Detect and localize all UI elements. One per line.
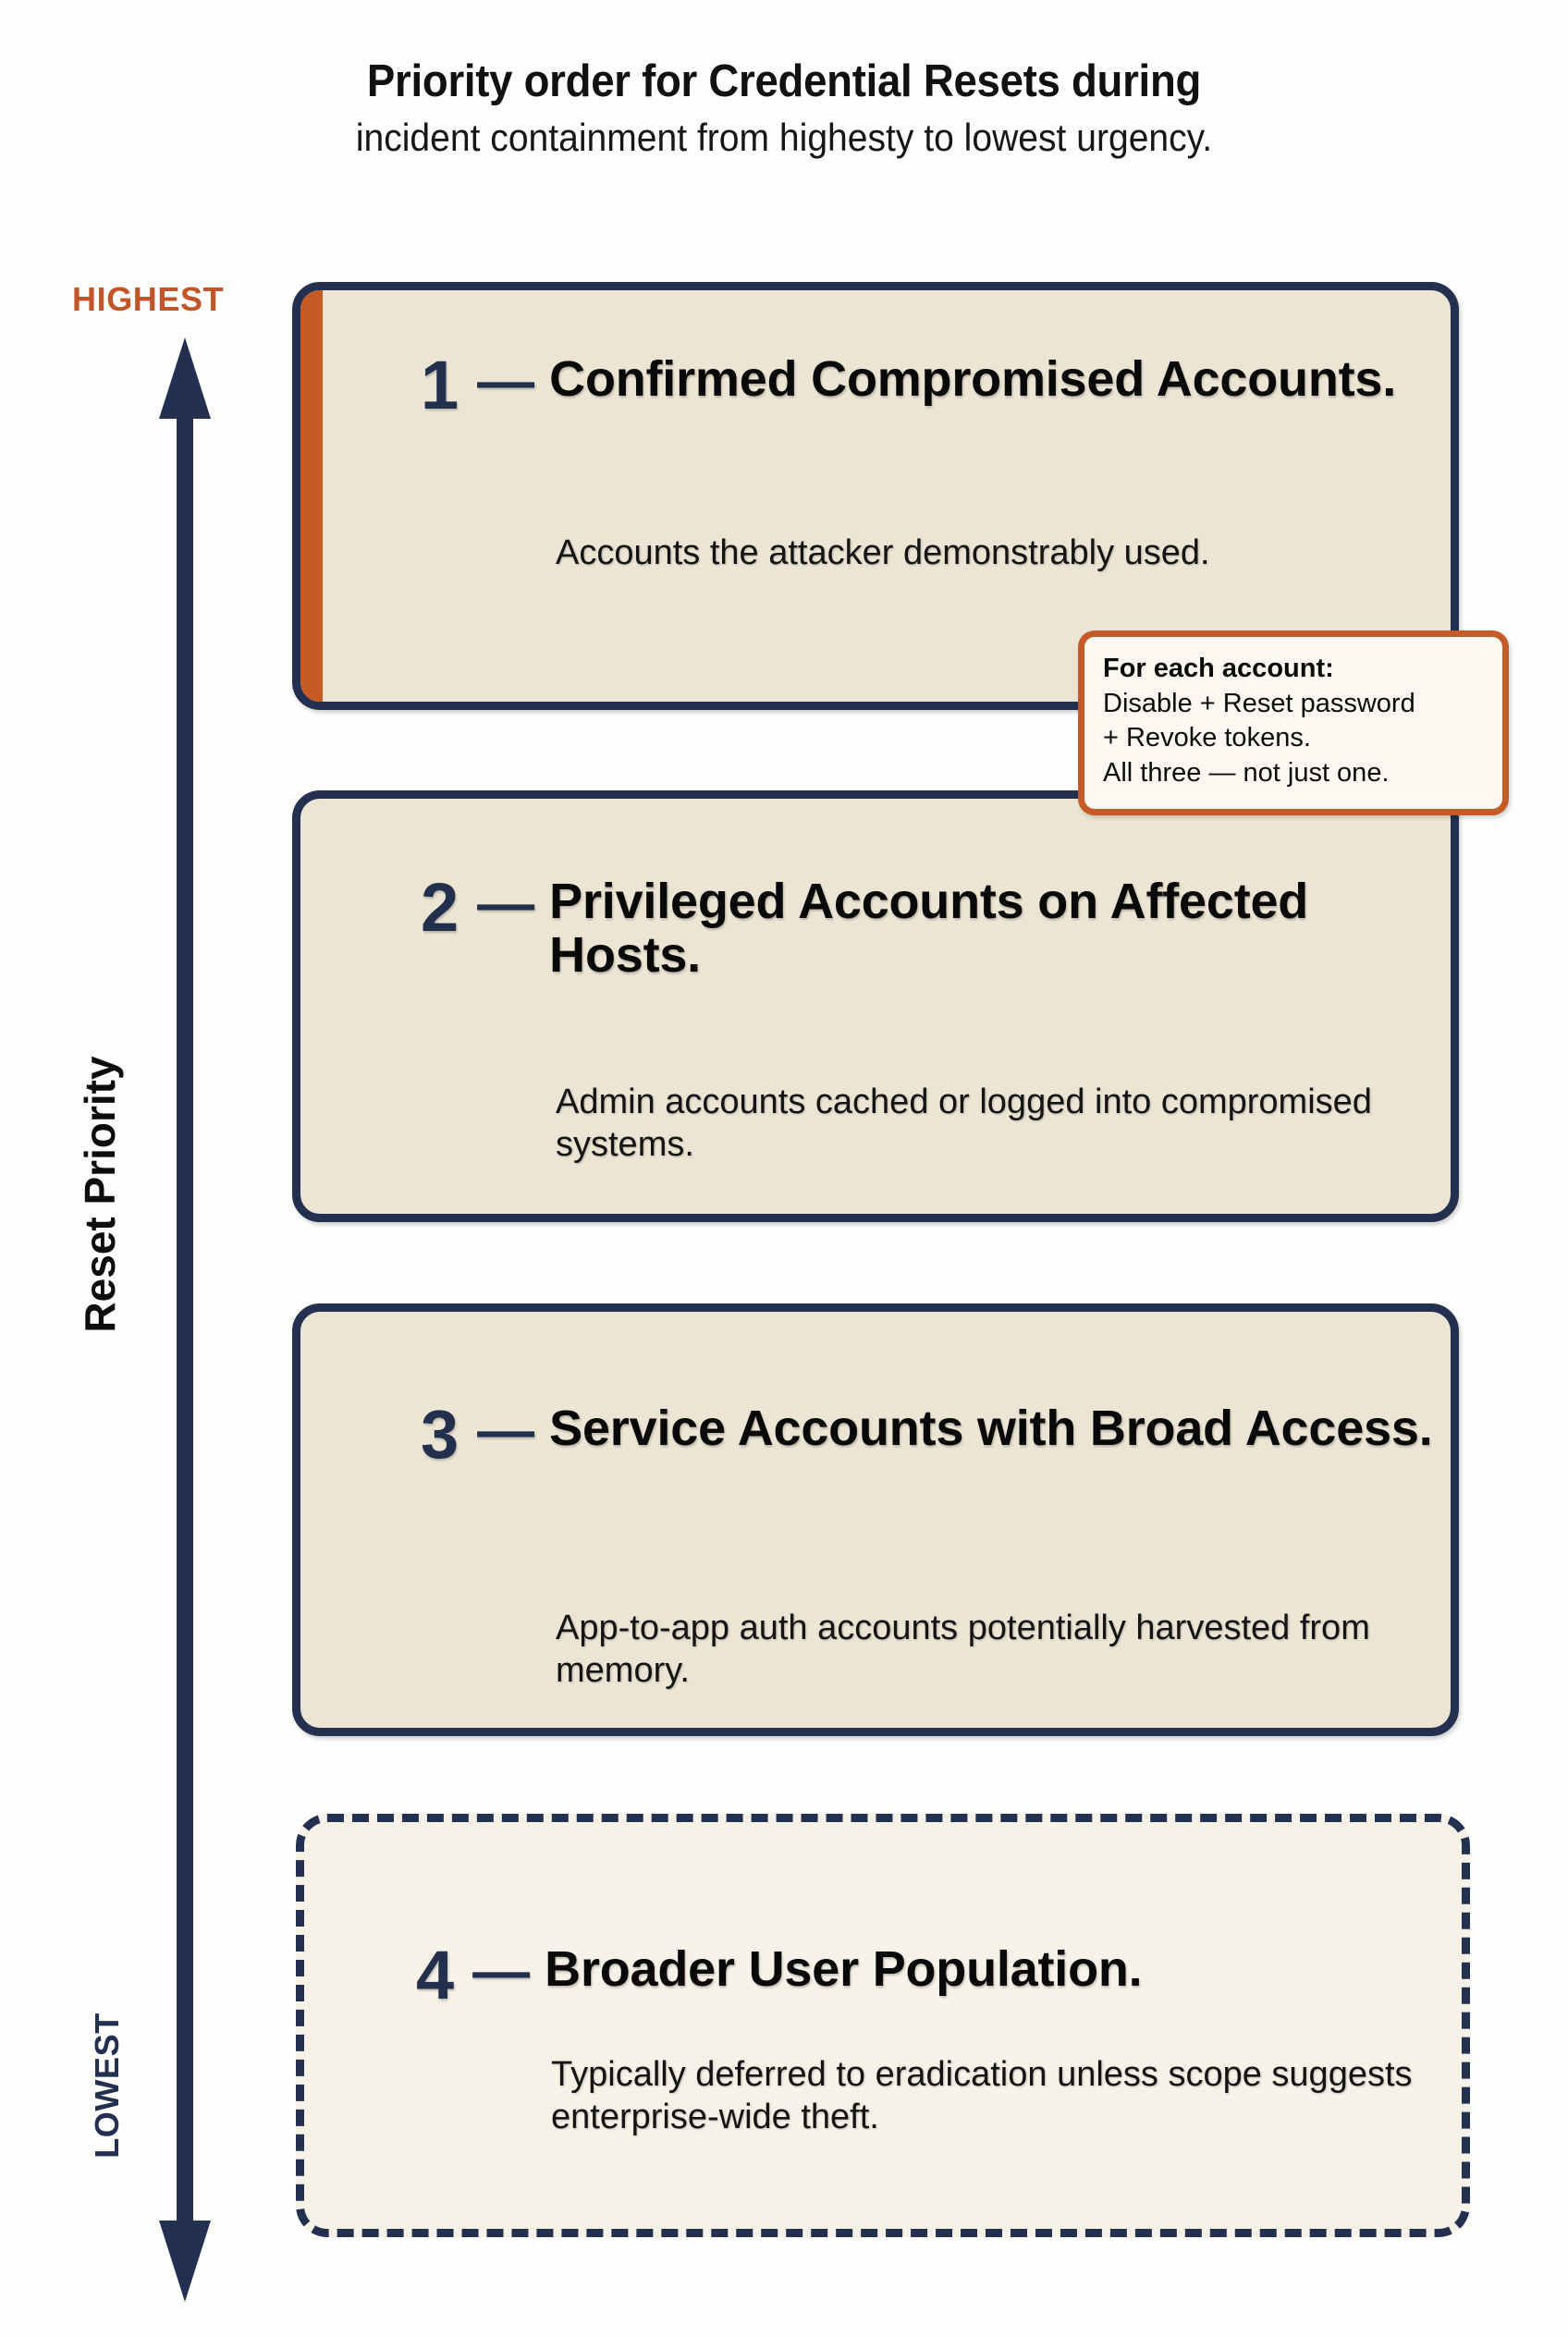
card-2-heading: 2 — Privileged Accounts on Affected Host… (421, 869, 1451, 983)
card-4-heading: 4 — Broader User Population. (416, 1937, 1143, 2013)
card-3-dash-icon: — (477, 1399, 535, 1462)
priority-card-4[interactable]: 4 — Broader User Population. Typically d… (296, 1814, 1470, 2237)
card-4-title: Broader User Population. (545, 1941, 1143, 1997)
callout-line-3: + Revoke tokens. (1103, 723, 1311, 753)
card-4-number: 4 (416, 1937, 455, 2013)
card-2-title: Privileged Accounts on Affected Hosts. (549, 874, 1309, 983)
card-4-description: Typically deferred to eradication unless… (551, 2055, 1413, 2136)
card-3-heading: 3 — Service Accounts with Broad Access. (421, 1396, 1433, 1473)
card-1-heading: 1 — Confirmed Compromised Accounts. (421, 347, 1397, 423)
priority-card-2[interactable]: 2 — Privileged Accounts on Affected Host… (292, 790, 1459, 1222)
callout-heading: For each account: (1103, 654, 1334, 683)
callout-line-2: Disable + Reset password (1103, 688, 1415, 718)
callout-line-4: All three — not just one. (1103, 758, 1390, 789)
axis-title-reset-priority: Reset Priority (76, 1056, 124, 1333)
card-1-dash-icon: — (477, 349, 535, 413)
card-2-dash-icon: — (477, 872, 535, 936)
dashed-border (296, 1814, 1470, 2237)
card-3-title: Service Accounts with Broad Access. (549, 1401, 1433, 1456)
card-2-description: Admin accounts cached or logged into com… (556, 1083, 1372, 1164)
axis-lowest-label: LOWEST (88, 2013, 126, 2159)
card-3-description: App-to-app auth accounts potentially har… (556, 1609, 1370, 1690)
axis-highest-label: HIGHEST (72, 280, 225, 318)
page-header: Priority order for Credential Resets dur… (0, 57, 1568, 159)
priority-accent-bar (300, 290, 323, 702)
page-title-line-2: incident containment from highesty to lo… (355, 115, 1213, 159)
priority-card-3[interactable]: 3 — Service Accounts with Broad Access. … (292, 1303, 1459, 1736)
card-2-number: 2 (421, 869, 459, 946)
card-1-number: 1 (421, 347, 459, 423)
double-headed-vertical-arrow-icon (159, 337, 211, 2302)
page-title-line-1: Priority order for Credential Resets dur… (366, 56, 1202, 106)
card-1-description: Accounts the attacker demonstrably used. (556, 533, 1210, 572)
card-1-title: Confirmed Compromised Accounts. (549, 351, 1397, 407)
for-each-account-callout: For each account: Disable + Reset passwo… (1078, 630, 1509, 815)
card-3-number: 3 (421, 1396, 459, 1473)
card-4-dash-icon: — (472, 1939, 531, 2003)
priority-card-1[interactable]: 1 — Confirmed Compromised Accounts. Acco… (292, 282, 1459, 710)
